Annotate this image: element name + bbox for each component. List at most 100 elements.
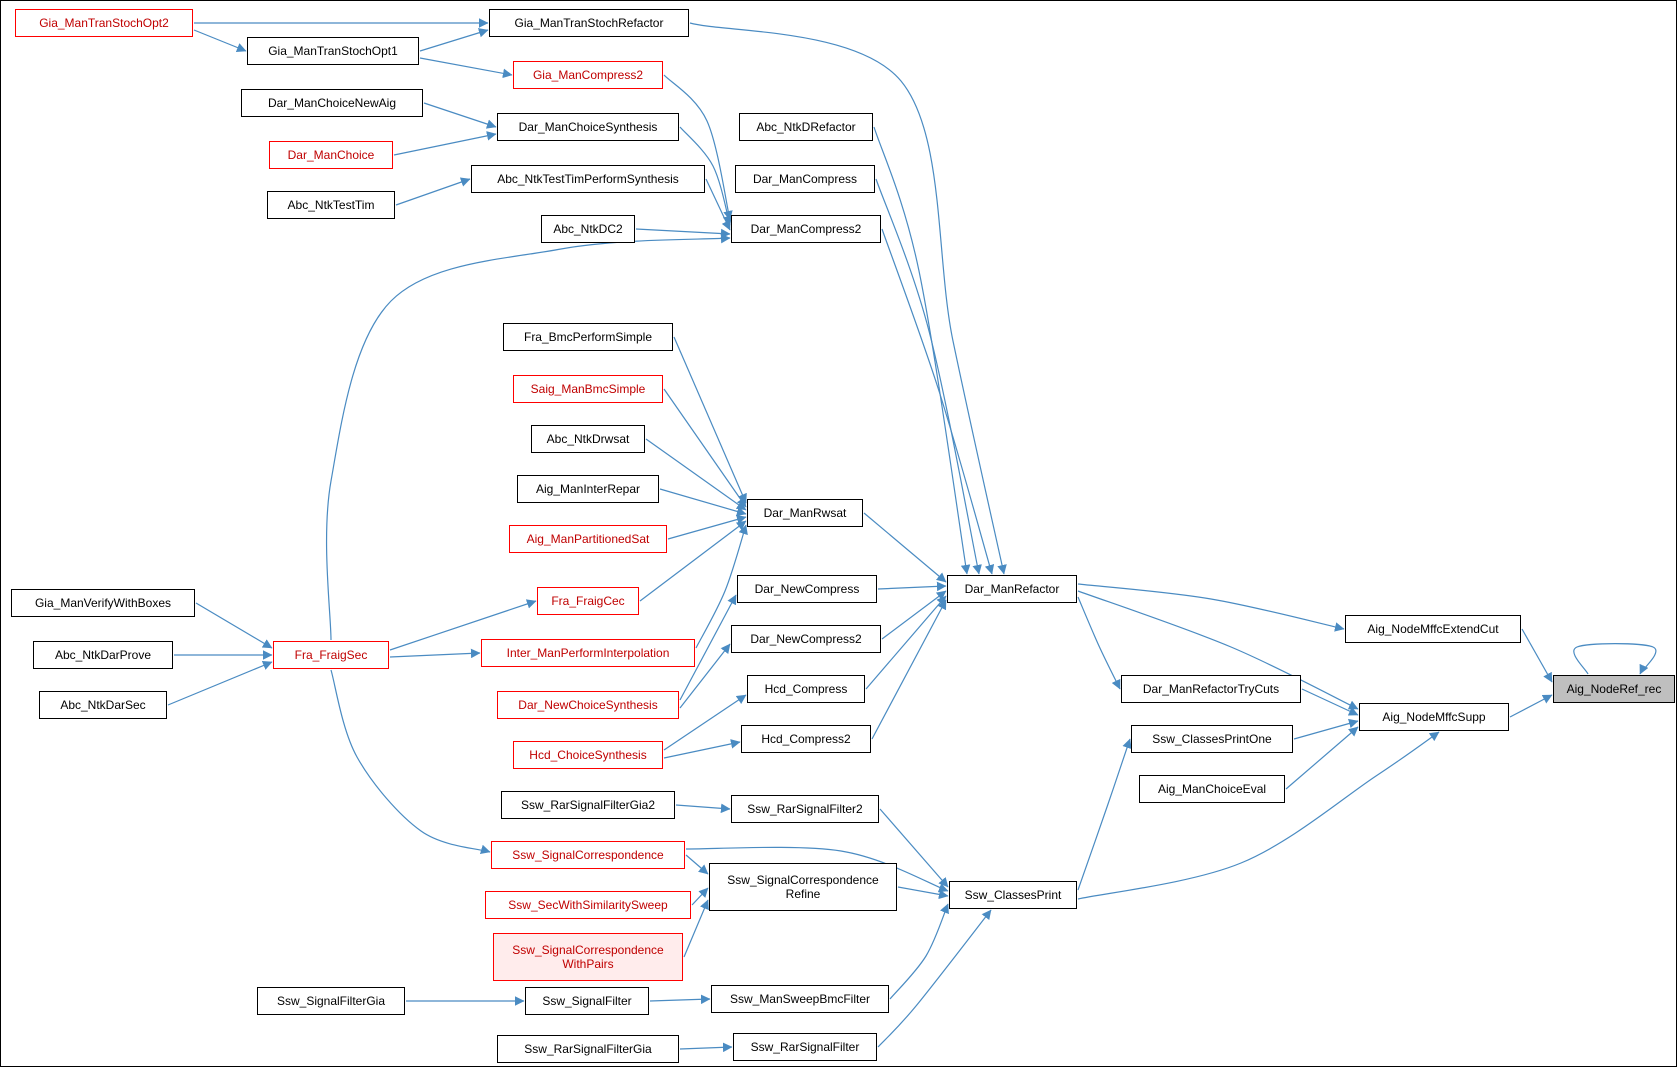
edge-dar_manrefactor-to-aig_nodemffcextendcut [1077, 583, 1345, 632]
graph-node-dar_manchoice[interactable]: Dar_ManChoice [269, 141, 393, 169]
edge-fra_fraigsec-to-ssw_signalcorrespondence [330, 669, 491, 854]
graph-node-abc_ntktesttim[interactable]: Abc_NtkTestTim [267, 191, 395, 219]
graph-node-ssw_classesprintone[interactable]: Ssw_ClassesPrintOne [1131, 725, 1293, 753]
edge-ssw_signalcorrespondencewithpairs-to-ssw_signalcorrespondencerefine [683, 899, 709, 958]
graph-node-dar_mancompress[interactable]: Dar_ManCompress [735, 165, 875, 193]
graph-node-fra_fraigsec[interactable]: Fra_FraigSec [273, 641, 389, 669]
edge-dar_newcompress-to-dar_manrefactor [877, 581, 947, 592]
graph-node-aig_manpartitionedsat[interactable]: Aig_ManPartitionedSat [509, 525, 667, 553]
graph-node-dar_manchoicesynthesis[interactable]: Dar_ManChoiceSynthesis [497, 113, 679, 141]
edge-abc_ntktesttimperformsynthesis-to-dar_mancompress2 [705, 178, 731, 231]
graph-node-dar_newcompress2[interactable]: Dar_NewCompress2 [731, 625, 881, 653]
graph-node-ssw_secwithsimilaritysweep[interactable]: Ssw_SecWithSimilaritySweep [485, 891, 691, 919]
graph-node-aig_nodemffcsupp[interactable]: Aig_NodeMffcSupp [1359, 703, 1509, 731]
edge-gia_manverifywithboxes-to-fra_fraigsec [195, 602, 273, 649]
graph-node-abc_ntkdrefactor[interactable]: Abc_NtkDRefactor [739, 113, 873, 141]
graph-node-ssw_rarsignalfilter[interactable]: Ssw_RarSignalFilter [733, 1033, 877, 1061]
edge-inter_manperforminterpolation-to-dar_manrwsat [695, 524, 748, 649]
graph-node-dar_manrefactor[interactable]: Dar_ManRefactor [947, 575, 1077, 603]
edge-ssw_rarsignalfilter2-to-ssw_classesprint [879, 808, 949, 888]
edge-dar_manrefactor-to-aig_nodemffcsupp [1077, 590, 1359, 710]
graph-node-ssw_rarsignalfiltergia2[interactable]: Ssw_RarSignalFilterGia2 [501, 791, 675, 819]
edge-hcd_compress-to-dar_manrefactor [865, 595, 947, 690]
graph-node-aig_manchoiceeval[interactable]: Aig_ManChoiceEval [1139, 775, 1285, 803]
graph-node-ssw_rarsignalfiltergia[interactable]: Ssw_RarSignalFilterGia [497, 1035, 679, 1063]
graph-node-aig_noderef_rec: Aig_NodeRef_rec [1553, 675, 1675, 703]
graph-node-hcd_compress[interactable]: Hcd_Compress [747, 675, 865, 703]
edge-ssw_rarsignalfilter-to-ssw_classesprint [877, 909, 992, 1048]
graph-node-inter_manperforminterpolation[interactable]: Inter_ManPerformInterpolation [481, 639, 695, 667]
edge-dar_manrefactor-to-dar_manrefactortrycuts [1077, 596, 1121, 690]
edge-ssw_rarsignalfiltergia2-to-ssw_rarsignalfilter2 [675, 803, 731, 814]
edge-aig_nodemffcsupp-to-aig_noderef_rec [1509, 694, 1553, 718]
graph-node-gia_mantranstochrefactor[interactable]: Gia_ManTranStochRefactor [489, 9, 689, 37]
graph-node-abc_ntkdc2[interactable]: Abc_NtkDC2 [541, 215, 635, 243]
graph-node-fra_fraigcec[interactable]: Fra_FraigCec [537, 587, 639, 615]
edge-dar_manchoice-to-dar_manchoicesynthesis [393, 131, 497, 156]
edge-abc_ntkdrefactor-to-dar_manrefactor [873, 126, 971, 575]
edge-aig_manpartitionedsat-to-dar_manrwsat [667, 514, 747, 540]
graph-node-abc_ntktesttimperformsynthesis[interactable]: Abc_NtkTestTimPerformSynthesis [471, 165, 705, 193]
edge-gia_mantranstochopt2-to-gia_mantranstochopt1 [193, 29, 247, 53]
edge-gia_mantranstochrefactor-to-dar_manrefactor [689, 22, 1007, 575]
graph-node-abc_ntkdarsec[interactable]: Abc_NtkDarSec [39, 691, 167, 719]
edge-aig_manchoiceeval-to-aig_nodemffcsupp [1285, 726, 1359, 790]
edge-ssw_signalcorrespondencerefine-to-ssw_classesprint [897, 886, 949, 900]
edge-hcd_choicesynthesis-to-hcd_compress [663, 694, 747, 751]
edge-aig_noderef_rec-to-aig_noderef_rec [1573, 643, 1657, 675]
graph-node-dar_mancompress2[interactable]: Dar_ManCompress2 [731, 215, 881, 243]
edge-abc_ntktesttim-to-abc_ntktesttimperformsynthesis [395, 177, 471, 206]
graph-node-ssw_signalcorrespondencewithpairs[interactable]: Ssw_SignalCorrespondence WithPairs [493, 933, 683, 981]
graph-node-ssw_signalcorrespondence[interactable]: Ssw_SignalCorrespondence [491, 841, 685, 869]
edge-ssw_signalfilter-to-ssw_mansweepbmcfilter [649, 994, 711, 1005]
edge-dar_newcompress2-to-dar_manrefactor [881, 590, 947, 640]
edge-aig_maninterrepar-to-dar_manrwsat [659, 488, 747, 517]
graph-node-dar_manchoicenewaig[interactable]: Dar_ManChoiceNewAig [241, 89, 423, 117]
edge-abc_ntkdrwsat-to-dar_manrwsat [645, 438, 747, 511]
graph-node-aig_maninterrepar[interactable]: Aig_ManInterRepar [517, 475, 659, 503]
graph-node-hcd_compress2[interactable]: Hcd_Compress2 [741, 725, 871, 753]
edge-dar_mancompress2-to-dar_manrefactor [881, 228, 995, 575]
graph-node-dar_newcompress[interactable]: Dar_NewCompress [737, 575, 877, 603]
graph-node-ssw_rarsignalfilter2[interactable]: Ssw_RarSignalFilter2 [731, 795, 879, 823]
edge-dar_newchoicesynthesis-to-dar_newcompress [679, 594, 737, 701]
edge-abc_ntkdarsec-to-fra_fraigsec [167, 661, 273, 706]
graph-node-dar_manrwsat[interactable]: Dar_ManRwsat [747, 499, 863, 527]
graph-node-gia_mantranstochopt1[interactable]: Gia_ManTranStochOpt1 [247, 37, 419, 65]
edge-saig_manbmcsimple-to-dar_manrwsat [663, 388, 747, 508]
graph-node-fra_bmcperformsimple[interactable]: Fra_BmcPerformSimple [503, 323, 673, 351]
edge-ssw_mansweepbmcfilter-to-ssw_classesprint [889, 903, 949, 1000]
graph-node-dar_newchoicesynthesis[interactable]: Dar_NewChoiceSynthesis [497, 691, 679, 719]
edge-fra_fraigsec-to-inter_manperforminterpolation [389, 648, 481, 659]
edge-dar_manchoicenewaig-to-dar_manchoicesynthesis [423, 102, 497, 129]
edge-fra_fraigcec-to-dar_manrwsat [639, 520, 747, 602]
graph-node-gia_mancompress2[interactable]: Gia_ManCompress2 [513, 61, 663, 89]
edge-gia_mantranstochopt1-to-gia_mancompress2 [419, 57, 513, 79]
edge-ssw_classesprint-to-aig_nodemffcsupp [1077, 731, 1440, 900]
graph-node-ssw_classesprint[interactable]: Ssw_ClassesPrint [949, 881, 1077, 909]
graph-node-hcd_choicesynthesis[interactable]: Hcd_ChoiceSynthesis [513, 741, 663, 769]
graph-node-ssw_signalfiltergia[interactable]: Ssw_SignalFilterGia [257, 987, 405, 1015]
graph-node-ssw_mansweepbmcfilter[interactable]: Ssw_ManSweepBmcFilter [711, 985, 889, 1013]
edge-gia_mancompress2-to-dar_mancompress2 [663, 74, 733, 221]
graph-node-aig_nodemffcextendcut[interactable]: Aig_NodeMffcExtendCut [1345, 615, 1521, 643]
edge-ssw_signalcorrespondence-to-ssw_classesprint [685, 846, 949, 893]
graph-node-saig_manbmcsimple[interactable]: Saig_ManBmcSimple [513, 375, 663, 403]
graph-node-abc_ntkdarprove[interactable]: Abc_NtkDarProve [33, 641, 173, 669]
edge-dar_manchoicesynthesis-to-dar_mancompress2 [679, 126, 733, 226]
graph-node-abc_ntkdrwsat[interactable]: Abc_NtkDrwsat [531, 425, 645, 453]
edge-hcd_compress2-to-dar_manrefactor [871, 599, 947, 740]
edge-dar_manrwsat-to-dar_manrefactor [863, 512, 947, 583]
graph-node-dar_manrefactortrycuts[interactable]: Dar_ManRefactorTryCuts [1121, 675, 1301, 703]
edge-gia_mantranstochopt1-to-gia_mantranstochrefactor [419, 28, 489, 52]
graph-node-gia_manverifywithboxes[interactable]: Gia_ManVerifyWithBoxes [11, 589, 195, 617]
graph-node-ssw_signalcorrespondencerefine[interactable]: Ssw_SignalCorrespondence Refine [709, 863, 897, 911]
edge-dar_newchoicesynthesis-to-dar_newcompress2 [679, 643, 731, 709]
edge-ssw_classesprintone-to-aig_nodemffcsupp [1293, 718, 1359, 740]
edge-aig_nodemffcextendcut-to-aig_noderef_rec [1521, 628, 1553, 683]
graph-node-ssw_signalfilter[interactable]: Ssw_SignalFilter [525, 987, 649, 1015]
edge-ssw_signalcorrespondence-to-ssw_signalcorrespondencerefine [685, 854, 709, 875]
graph-node-gia_mantranstochopt2[interactable]: Gia_ManTranStochOpt2 [15, 9, 193, 37]
edge-fra_bmcperformsimple-to-dar_manrwsat [673, 336, 747, 504]
